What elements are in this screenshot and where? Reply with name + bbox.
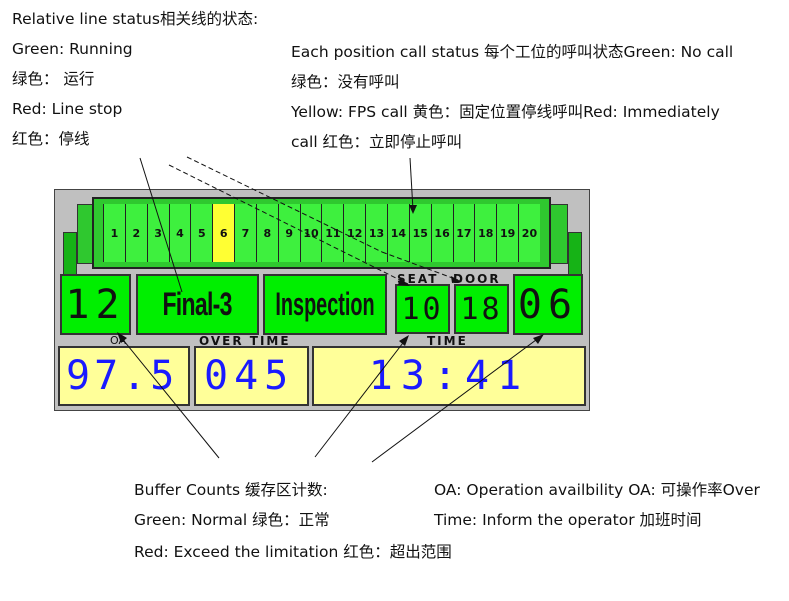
seat-label: SEAT xyxy=(397,272,439,286)
leader-dash-2-arrow xyxy=(398,278,410,286)
time-value: 13:41 xyxy=(368,353,530,399)
seat-count: 10 xyxy=(401,291,444,327)
time-panel: 13:41 xyxy=(312,346,586,406)
leader-position-call xyxy=(409,157,414,211)
overtime-value: 045 xyxy=(204,353,295,399)
leader-dash-2 xyxy=(168,164,409,285)
right-counter-box: 06 xyxy=(513,274,583,335)
position-cell: 18 xyxy=(475,204,498,262)
buffer-count: 12 xyxy=(65,281,126,328)
leader-time xyxy=(371,336,541,463)
position-cell: 6 xyxy=(213,204,236,262)
line-name: Final-3 xyxy=(162,286,233,322)
line-status-red-cn: 红色：停线 xyxy=(12,130,90,148)
oa-panel: 97.5 xyxy=(58,346,190,406)
leader-dash-3 xyxy=(381,251,459,281)
oa-note-line-2: Time: Inform the operator 加班时间 xyxy=(434,511,702,529)
line-status-green: Green: Running xyxy=(12,40,133,58)
position-cell: 2 xyxy=(125,204,148,262)
leader-dash-1 xyxy=(186,156,383,253)
position-cell: 14 xyxy=(387,204,410,262)
position-cell: 4 xyxy=(169,204,192,262)
seat-count-box: 10 xyxy=(395,284,450,334)
position-call-line-3: Yellow: FPS call 黄色：固定位置停线呼叫Red: Immedia… xyxy=(291,103,720,121)
buffer-count-box: 12 xyxy=(60,274,131,335)
position-call-note: Each position call status 每个工位的呼叫状态Green… xyxy=(291,37,733,157)
position-cell: 17 xyxy=(453,204,476,262)
line-status-note: Relative line status相关线的状态: Green: Runni… xyxy=(12,4,258,154)
leader-time-arrow xyxy=(533,334,544,344)
buffer-title: Buffer Counts 缓存区计数: xyxy=(134,481,328,499)
buffer-green: Green: Normal 绿色：正常 xyxy=(134,511,330,529)
door-count-box: 18 xyxy=(454,284,509,334)
station-name: Inspection xyxy=(275,286,375,322)
line-name-box: Final-3 xyxy=(136,274,259,335)
leader-overtime-arrow xyxy=(399,335,409,346)
position-cell: 7 xyxy=(235,204,257,262)
door-count: 18 xyxy=(460,291,503,327)
position-cell: 20 xyxy=(519,204,540,262)
oa-note: OA: Operation availbility OA: 可操作率Over T… xyxy=(434,475,760,535)
leader-buffer xyxy=(119,335,220,459)
oa-value: 97.5 xyxy=(66,353,179,399)
position-cell: 11 xyxy=(322,204,345,262)
position-cell: 3 xyxy=(147,204,170,262)
leader-position-call-arrow xyxy=(409,205,417,214)
leader-line-status xyxy=(139,157,183,293)
position-call-line-2: 绿色：没有呼叫 xyxy=(291,73,400,91)
leader-buffer-arrow xyxy=(117,332,127,343)
position-call-line-1: Each position call status 每个工位的呼叫状态Green… xyxy=(291,43,734,61)
position-cell: 8 xyxy=(256,204,279,262)
position-cell: 19 xyxy=(497,204,520,262)
door-label: DOOR xyxy=(453,272,501,286)
position-cell: 5 xyxy=(191,204,214,262)
position-cell: 16 xyxy=(431,204,454,262)
position-cell: 10 xyxy=(300,204,323,262)
leader-dash-3-arrow xyxy=(451,276,462,283)
position-cell: 1 xyxy=(104,204,126,262)
position-cell: 13 xyxy=(366,204,388,262)
buffer-note: Buffer Counts 缓存区计数: Green: Normal 绿色：正常 xyxy=(134,475,330,535)
overtime-panel: 045 xyxy=(194,346,309,406)
line-status-title: Relative line status相关线的状态: xyxy=(12,10,259,28)
right-counter: 06 xyxy=(517,281,579,328)
position-cell: 15 xyxy=(409,204,432,262)
position-call-line-4: call 红色：立即停止呼叫 xyxy=(291,133,463,151)
line-status-red: Red: Line stop xyxy=(12,100,123,118)
line-status-green-cn: 绿色： 运行 xyxy=(12,70,95,88)
leader-overtime xyxy=(314,338,407,458)
position-cell: 12 xyxy=(344,204,367,262)
oa-note-line-1: OA: Operation availbility OA: 可操作率Over xyxy=(434,481,760,499)
time-label: TIME xyxy=(427,334,468,348)
station-name-box: Inspection xyxy=(263,274,387,335)
position-cell: 9 xyxy=(278,204,301,262)
buffer-red-note: Red: Exceed the limitation 红色：超出范围 xyxy=(134,543,452,561)
overtime-label: OVER TIME xyxy=(199,334,291,348)
